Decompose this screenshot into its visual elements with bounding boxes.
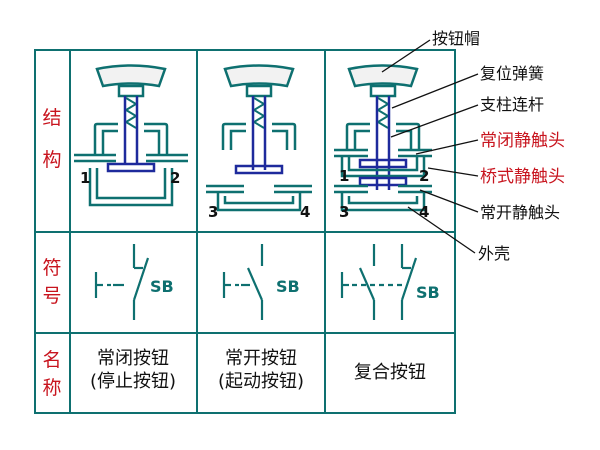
table-grid xyxy=(34,49,456,414)
callout-leaders xyxy=(381,39,479,254)
nc-symbol-tag: SB xyxy=(150,277,174,296)
terminal-label: 3 xyxy=(208,203,218,221)
row-label-symbol-1: 符 xyxy=(42,257,61,279)
no-name-line1: 常开按钮 xyxy=(225,348,297,369)
row-label-structure-1: 结 xyxy=(42,107,61,129)
callout-cap: 按钮帽 xyxy=(432,29,480,48)
nc-button-structure: 1 2 xyxy=(74,64,188,207)
callout-no-contact: 常开静触头 xyxy=(480,203,560,222)
nc-name-line2: (停止按钮) xyxy=(90,371,176,392)
callout-nc-contact: 常闭静触头 xyxy=(480,131,565,151)
terminal-label: 3 xyxy=(339,203,349,221)
row-label-name-1: 名 xyxy=(42,349,61,371)
no-symbol-tag: SB xyxy=(276,277,300,296)
row-label-symbol-2: 号 xyxy=(42,285,61,307)
no-symbol xyxy=(222,244,264,320)
terminal-label: 2 xyxy=(170,169,180,187)
terminal-label: 1 xyxy=(339,167,349,185)
row-label-name-2: 称 xyxy=(42,377,61,399)
no-name-line2: (起动按钮) xyxy=(218,371,304,392)
nc-symbol xyxy=(94,244,150,320)
no-button-structure: 3 4 xyxy=(206,64,312,221)
combo-name: 复合按钮 xyxy=(354,362,426,383)
terminal-label: 4 xyxy=(419,203,429,221)
terminal-label: 2 xyxy=(419,167,429,185)
callout-spring: 复位弹簧 xyxy=(480,64,544,83)
terminal-label: 1 xyxy=(80,169,90,187)
terminal-label: 4 xyxy=(300,203,310,221)
combo-symbol xyxy=(340,244,418,320)
callout-bridge-contact: 桥式静触头 xyxy=(480,167,565,187)
nc-name-line1: 常闭按钮 xyxy=(97,348,169,369)
callout-shell: 外壳 xyxy=(478,244,510,263)
row-label-structure-2: 构 xyxy=(42,149,61,171)
combo-symbol-tag: SB xyxy=(416,283,440,302)
combo-button-structure: 1 2 3 4 xyxy=(334,64,432,221)
callout-rod: 支柱连杆 xyxy=(480,95,544,114)
